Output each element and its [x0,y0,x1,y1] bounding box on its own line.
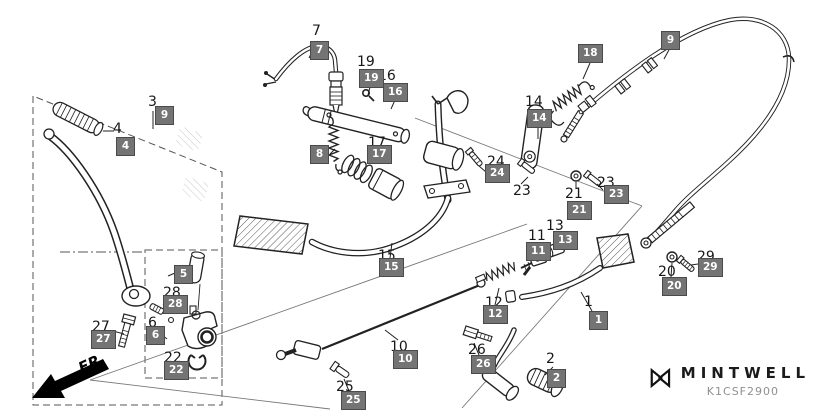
part-badge-2[interactable]: 2 [547,369,566,388]
brand-logo-icon [650,367,671,389]
part-number-19: 19 [357,54,375,70]
clip-drawing [361,89,375,102]
brand-name: MINTWELL [680,364,810,382]
pivot-group-drawing [117,251,218,371]
part-badge-17[interactable]: 17 [367,145,392,164]
part-badge-24[interactable]: 24 [485,164,510,183]
part-number-1: 1 [584,294,593,310]
part-number-20: 20 [658,264,676,280]
part-badge-6[interactable]: 6 [146,326,165,345]
diagram-code: K1CSF2900 [706,385,779,398]
brand-logo: MINTWELL K1CSF2900 [650,358,810,406]
part-badge-21[interactable]: 21 [567,201,592,220]
part-badge-19[interactable]: 19 [359,69,384,88]
brake-rod-drawing [275,241,565,378]
part-badge-12[interactable]: 12 [483,305,508,324]
part-badge-10[interactable]: 10 [393,350,418,369]
spindle-drawing [302,106,411,144]
part-badge-9-cable[interactable]: 9 [661,31,680,50]
part-badge-8[interactable]: 8 [310,145,329,164]
part-badge-25[interactable]: 25 [341,391,366,410]
part-badge-29[interactable]: 29 [698,258,723,277]
part-badge-28[interactable]: 28 [163,295,188,314]
part-badge-26[interactable]: 26 [471,355,496,374]
part-badge-5[interactable]: 5 [174,265,193,284]
part-number-3: 3 [148,94,157,110]
washer-pin-drawing [666,251,695,272]
part-badge-9-arm[interactable]: 9 [155,106,174,125]
part-number-11: 11 [528,228,546,244]
return-spring-drawing [341,154,405,201]
part-badge-20[interactable]: 20 [662,277,687,296]
part-number-6: 6 [148,315,157,331]
part-number-2: 2 [546,351,555,367]
brake-pedal-drawing [233,90,471,257]
part-number-26: 26 [468,342,486,358]
part-badge-11[interactable]: 11 [526,242,551,261]
front-arrow-icon [32,359,109,398]
part-number-25: 25 [336,379,354,395]
part-number-14: 14 [525,94,543,110]
part-number-13: 13 [546,218,564,234]
front-direction-indicator: FR. [18,348,128,408]
kick-starter-arm-drawing [43,101,151,307]
part-badge-7[interactable]: 7 [310,41,329,60]
part-badge-16[interactable]: 16 [383,83,408,102]
part-badge-22[interactable]: 22 [164,361,189,380]
texture-patches [175,126,209,202]
part-number-21: 21 [565,186,583,202]
part-badge-1[interactable]: 1 [589,311,608,330]
part-badge-18[interactable]: 18 [578,44,603,63]
part-badge-27[interactable]: 27 [91,330,116,349]
part-badge-13[interactable]: 13 [553,231,578,250]
part-number-23-left: 23 [513,183,531,199]
part-badge-15[interactable]: 15 [379,258,404,277]
part-badge-4[interactable]: 4 [116,137,135,156]
part-number-4: 4 [113,121,122,137]
part-number-7: 7 [312,23,321,39]
rear-pedal-drawing [505,233,635,303]
part-badge-14[interactable]: 14 [527,109,552,128]
part-badge-23[interactable]: 23 [604,185,629,204]
